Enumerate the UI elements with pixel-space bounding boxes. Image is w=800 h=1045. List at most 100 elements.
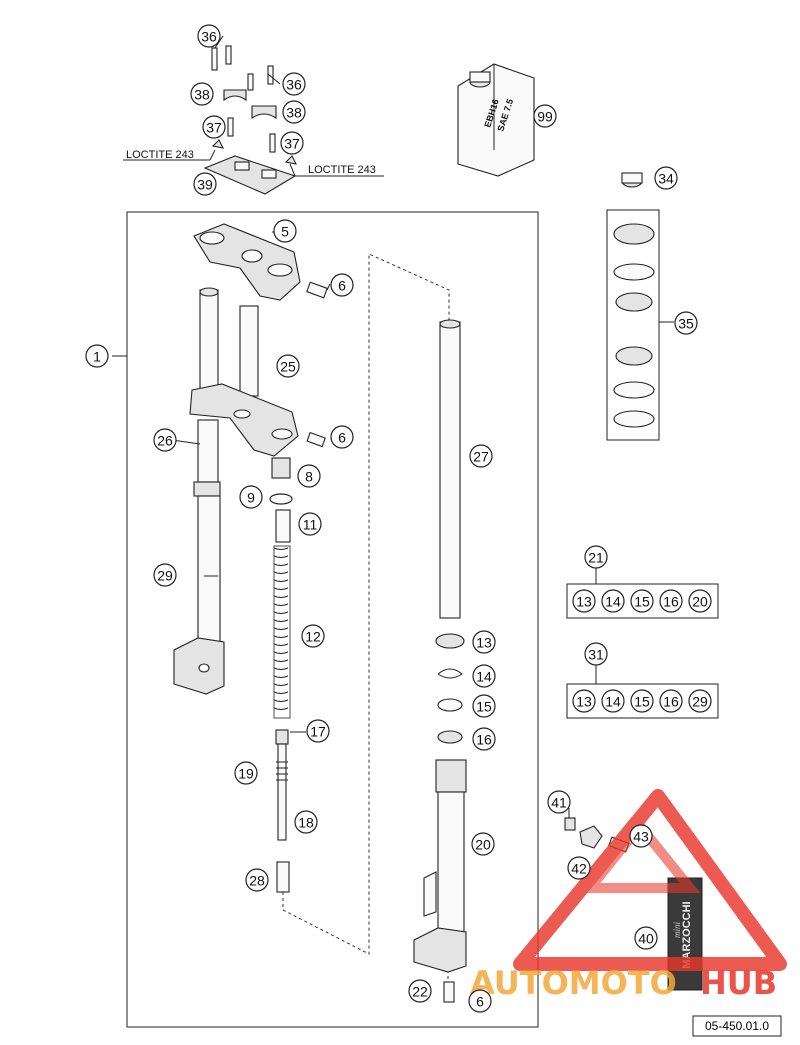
callout-circle-c28	[245, 868, 269, 892]
right-seals	[435, 633, 465, 744]
oil-can	[457, 63, 535, 177]
callout-circle-c22	[408, 979, 432, 1003]
kit31-item-number: 14	[605, 694, 621, 710]
callout-number-c20: 20	[475, 837, 491, 853]
kit31-item-circle	[688, 689, 712, 713]
kit31-item-circle	[572, 689, 596, 713]
callout-number-c31: 31	[588, 647, 604, 663]
loctite-label-right: LOCTITE 243	[308, 164, 376, 176]
kit31-item-circle	[601, 689, 625, 713]
callout-circle-c31	[584, 642, 608, 666]
callout-circle-c37b	[280, 131, 304, 155]
left-fork-leg	[171, 287, 326, 695]
callout-circle-c16	[472, 727, 496, 751]
callout-number-c37b: 37	[284, 136, 300, 152]
callout-circle-c42	[567, 856, 591, 880]
callout-number-c11: 11	[303, 517, 318, 533]
callout-circle-c6b	[330, 425, 354, 449]
callout-circle-c15	[472, 694, 496, 718]
callout-circle-c8	[297, 464, 321, 488]
callout-circle-c14	[472, 664, 496, 688]
callout-number-c17: 17	[310, 724, 326, 740]
callout-number-c22: 22	[412, 984, 428, 1000]
callout-circle-c5	[273, 219, 297, 243]
loctite-label-left: LOCTITE 243	[126, 149, 194, 161]
callout-circle-c25	[276, 354, 300, 378]
watermark-text-automoto: AUTOMOTO	[470, 964, 677, 1002]
kit21-item-number: 20	[692, 594, 708, 610]
callout-circle-c12	[301, 624, 325, 648]
kit21-item-circle	[601, 589, 625, 613]
kit31-item-number: 15	[634, 694, 650, 710]
callout-circle-c13	[472, 630, 496, 654]
callout-number-c29: 29	[157, 568, 173, 584]
callout-number-c6b: 6	[338, 430, 346, 446]
callout-number-c18: 18	[298, 815, 314, 831]
callout-circle-c9	[239, 485, 263, 509]
right-outer-tube	[413, 759, 467, 973]
upper-triple-clamp	[193, 223, 331, 301]
callout-number-c42: 42	[571, 861, 587, 877]
callout-circle-c38a	[190, 82, 214, 106]
kit21-item-number: 13	[576, 594, 592, 610]
callout-circle-c40	[634, 926, 658, 950]
watermark-triangle	[513, 789, 787, 971]
callout-number-c37a: 37	[206, 120, 222, 136]
kit21-item-number: 14	[605, 594, 621, 610]
watermark-text-hub: HUB	[700, 964, 777, 1002]
callout-circle-c43	[629, 824, 653, 848]
callout-circle-c36a	[197, 24, 221, 48]
steering-bearing-group	[606, 172, 674, 441]
callout-circle-c1	[85, 344, 109, 368]
callout-number-c13: 13	[476, 635, 492, 651]
kit31-item-circle	[630, 689, 654, 713]
kit31-item-circle	[659, 689, 683, 713]
callout-number-c5: 5	[281, 224, 289, 240]
callout-number-c28: 28	[249, 873, 265, 889]
marzocchi-badge-text: MARZOCCHI	[681, 901, 693, 968]
callout-number-c9: 9	[247, 490, 255, 506]
handlebar-clamp-group	[123, 35, 384, 195]
callout-number-c40: 40	[638, 931, 654, 947]
watermark-logo	[513, 789, 787, 971]
kit21-item-circle	[688, 589, 712, 613]
callout-circle-c38b	[282, 100, 306, 124]
callout-number-c19: 19	[238, 766, 254, 782]
callout-number-c21: 21	[588, 550, 604, 566]
callout-circle-c6a	[330, 273, 354, 297]
callout-circle-c19	[234, 761, 258, 785]
callout-number-c1: 1	[93, 349, 101, 365]
callout-circle-c20	[471, 832, 495, 856]
callout-number-c36a: 36	[201, 29, 217, 45]
main-assembly-frame	[126, 211, 539, 1028]
kit31-item-number: 29	[692, 694, 708, 710]
callout-number-c35: 35	[678, 316, 694, 332]
damper-spring-column	[269, 457, 306, 893]
callout-number-c15: 15	[476, 699, 492, 715]
callout-number-c38b: 38	[286, 105, 302, 121]
callout-circle-c35	[674, 311, 698, 335]
callout-circle-c26	[153, 428, 177, 452]
diagram-code: 05-450.01.0	[705, 1019, 769, 1033]
callout-number-c12: 12	[305, 629, 321, 645]
callout-circle-c99	[533, 104, 557, 128]
callout-number-c6c: 6	[476, 994, 484, 1010]
kit21-item-circle	[630, 589, 654, 613]
callout-number-c43: 43	[633, 829, 649, 845]
callout-number-c25: 25	[280, 359, 296, 375]
right-inner-tube	[439, 319, 461, 619]
callout-number-c41: 41	[551, 795, 567, 811]
callout-circle-c11	[298, 512, 322, 536]
callout-circle-c29	[153, 563, 177, 587]
kit31-item-number: 13	[576, 694, 592, 710]
axle-bolt-22	[443, 981, 455, 1003]
callout-circle-c41	[547, 790, 571, 814]
callout-number-c26: 26	[157, 433, 173, 449]
kit31-item-number: 16	[663, 694, 679, 710]
marzocchi-badge-sub: mini	[672, 922, 682, 939]
callout-number-c99: 99	[537, 109, 553, 125]
callout-number-c16: 16	[476, 732, 492, 748]
callout-number-c27: 27	[473, 449, 489, 465]
